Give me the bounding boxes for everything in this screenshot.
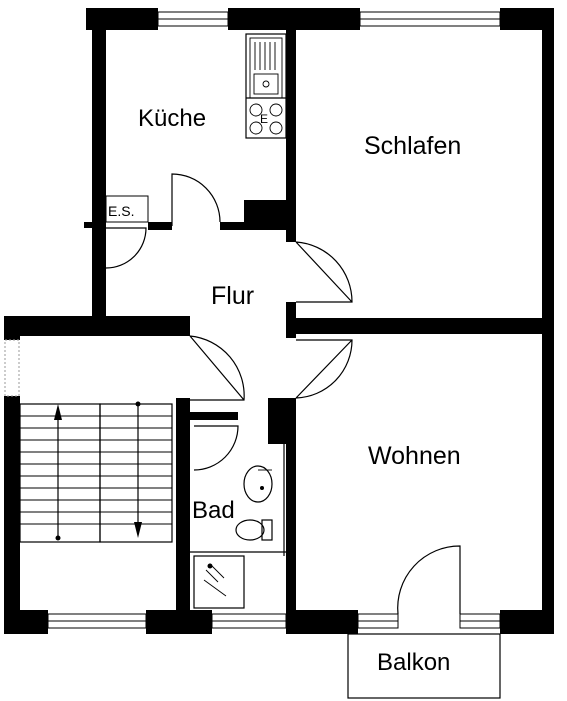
wall-kitchen-bedroom — [286, 8, 296, 242]
bath-fixtures — [190, 444, 286, 609]
stair-vent-strip — [4, 339, 20, 397]
stair-down-arrow-icon — [134, 522, 142, 538]
door-bath — [193, 425, 239, 471]
utility-box — [105, 195, 149, 223]
stove-burner — [249, 103, 263, 117]
wall-stair-left — [4, 316, 20, 340]
wall-bath-living — [286, 398, 296, 610]
wall-bedroom-living — [286, 318, 554, 334]
door-bedroom — [295, 241, 353, 303]
room-label-living: Wohnen — [368, 442, 461, 470]
wall-bottom-mid2 — [286, 610, 358, 634]
door-entry — [189, 335, 245, 401]
kitchen-counter — [245, 33, 287, 139]
door-kitchen — [171, 173, 221, 226]
utility-box-label: E.S. — [108, 203, 134, 219]
wall-stair-top — [4, 316, 190, 336]
chimney — [244, 200, 288, 230]
room-label-bedroom: Schlafen — [364, 132, 461, 160]
wall-bath-top — [190, 412, 238, 420]
wall-stair-right — [176, 398, 190, 610]
stove-marker: E — [260, 112, 268, 126]
washbasin — [243, 465, 273, 503]
staircase — [19, 401, 173, 543]
door-living — [295, 339, 353, 399]
door-utility — [105, 227, 147, 269]
room-label-balcony: Balkon — [377, 649, 450, 676]
wall-kitchen-bottom-left — [148, 222, 172, 230]
wall-bottom-left — [4, 610, 48, 634]
room-label-hall: Flur — [211, 282, 254, 310]
wall-top-right — [500, 8, 554, 30]
door-balcony — [397, 545, 461, 615]
shower — [193, 555, 245, 609]
toilet — [235, 519, 265, 541]
wall-bottom-mid — [146, 610, 212, 634]
balcony-outline — [347, 633, 501, 699]
stair-up-arrow-icon — [54, 404, 62, 420]
room-label-bath: Bad — [192, 497, 235, 524]
wall-bottom-right — [500, 610, 554, 634]
wall-kitchen-left — [92, 8, 106, 316]
room-label-kitchen: Küche — [138, 105, 206, 132]
